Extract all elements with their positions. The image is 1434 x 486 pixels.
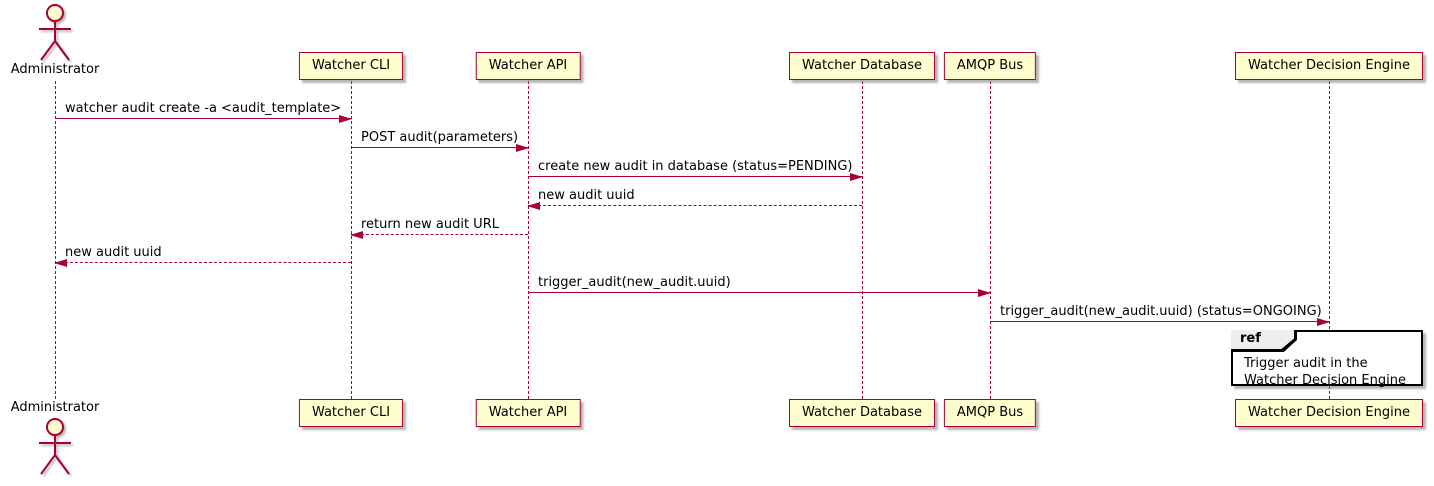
participant-top-watcher-cli: Watcher CLI bbox=[298, 52, 404, 80]
message-line bbox=[55, 262, 351, 263]
participant-bottom-amqp-bus: AMQP Bus bbox=[943, 399, 1037, 427]
ref-line: Watcher Decision Engine bbox=[1244, 373, 1406, 388]
lifeline-watcher-cli bbox=[351, 81, 352, 399]
message-arrowhead-icon bbox=[978, 289, 991, 297]
message-line bbox=[528, 176, 862, 177]
message-line bbox=[528, 292, 990, 293]
person-icon bbox=[39, 418, 71, 475]
message-label: trigger_audit(new_audit.uuid) (status=ON… bbox=[1000, 304, 1322, 319]
lifeline-administrator bbox=[55, 81, 56, 399]
message-arrowhead-icon bbox=[527, 202, 540, 210]
message-label: new audit uuid bbox=[65, 245, 162, 260]
ref-keyword-tab-fill bbox=[1231, 330, 1294, 349]
message-1: POST audit(parameters) bbox=[351, 129, 529, 152]
lifeline-watcher-api bbox=[528, 81, 529, 399]
message-arrowhead-icon bbox=[850, 173, 863, 181]
message-6: trigger_audit(new_audit.uuid) bbox=[528, 274, 991, 297]
ref-keyword-tab: ref bbox=[1231, 330, 1297, 352]
participant-top-watcher-decision-engine: Watcher Decision Engine bbox=[1235, 52, 1423, 80]
lifeline-amqp-bus bbox=[990, 81, 991, 399]
message-label: new audit uuid bbox=[538, 188, 635, 203]
person-icon bbox=[39, 4, 71, 61]
message-line bbox=[351, 147, 528, 148]
participant-top-watcher-database: Watcher Database bbox=[789, 52, 935, 80]
ref-keyword: ref bbox=[1240, 331, 1261, 346]
message-line bbox=[990, 321, 1329, 322]
message-5: new audit uuid bbox=[54, 244, 351, 267]
message-arrowhead-icon bbox=[339, 115, 352, 123]
participant-top-watcher-api: Watcher API bbox=[475, 52, 581, 80]
message-label: POST audit(parameters) bbox=[361, 130, 519, 145]
participant-bottom-watcher-cli: Watcher CLI bbox=[298, 399, 404, 427]
message-arrowhead-icon bbox=[54, 259, 67, 267]
lifeline-watcher-database bbox=[862, 81, 863, 399]
lifeline-watcher-decision-engine bbox=[1329, 81, 1330, 399]
actor-top-label-administrator: Administrator bbox=[10, 62, 100, 77]
message-3: new audit uuid bbox=[527, 187, 862, 210]
message-arrowhead-icon bbox=[1317, 318, 1330, 326]
message-arrowhead-icon bbox=[516, 144, 529, 152]
participant-top-amqp-bus: AMQP Bus bbox=[943, 52, 1037, 80]
participant-bottom-watcher-database: Watcher Database bbox=[789, 399, 935, 427]
message-4: return new audit URL bbox=[350, 216, 528, 239]
message-label: trigger_audit(new_audit.uuid) bbox=[538, 275, 731, 290]
message-label: create new audit in database (status=PEN… bbox=[538, 159, 853, 174]
message-line bbox=[55, 118, 351, 119]
participant-bottom-watcher-decision-engine: Watcher Decision Engine bbox=[1235, 399, 1423, 427]
message-2: create new audit in database (status=PEN… bbox=[528, 158, 863, 181]
actor-bottom-label-administrator: Administrator bbox=[10, 400, 100, 415]
message-label: return new audit URL bbox=[361, 217, 499, 232]
message-line bbox=[351, 234, 528, 235]
message-arrowhead-icon bbox=[350, 231, 363, 239]
message-7: trigger_audit(new_audit.uuid) (status=ON… bbox=[990, 303, 1330, 326]
ref-line: Trigger audit in the bbox=[1244, 356, 1368, 371]
message-0: watcher audit create -a <audit_template> bbox=[55, 100, 352, 123]
participant-bottom-watcher-api: Watcher API bbox=[475, 399, 581, 427]
message-label: watcher audit create -a <audit_template> bbox=[65, 101, 342, 116]
message-line bbox=[528, 205, 862, 206]
